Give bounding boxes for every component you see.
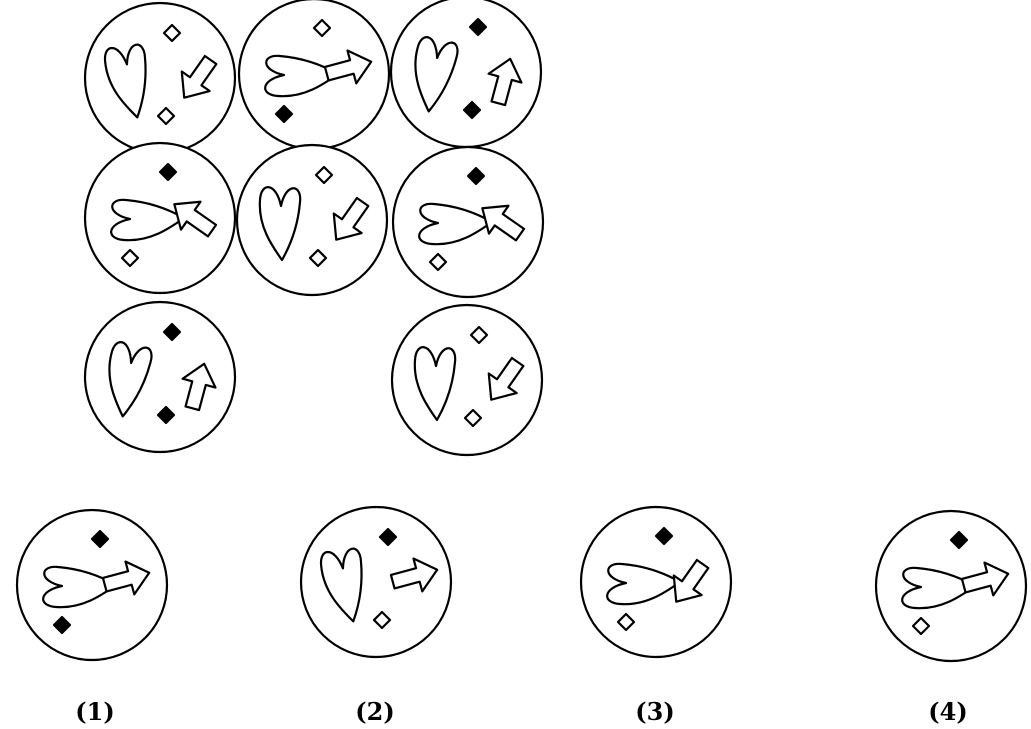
cell-circle bbox=[83, 1, 237, 155]
cell-circle bbox=[389, 0, 543, 149]
grid-cell-r2c2 bbox=[235, 143, 389, 297]
option-label-3[interactable]: (3) bbox=[635, 697, 675, 726]
grid-cell-r1c3 bbox=[389, 0, 543, 149]
cell-circle bbox=[299, 505, 453, 659]
cell-circle bbox=[390, 303, 544, 457]
option-label-4[interactable]: (4) bbox=[928, 697, 968, 726]
option-cell-1[interactable] bbox=[15, 508, 169, 662]
option-cell-2[interactable] bbox=[299, 505, 453, 659]
grid-cell-r3c1 bbox=[83, 300, 237, 454]
grid-cell-r1c1 bbox=[83, 1, 237, 155]
option-cell-4[interactable] bbox=[874, 509, 1028, 663]
cell-circle bbox=[83, 300, 237, 454]
option-cell-3[interactable] bbox=[579, 505, 733, 659]
option-label-2[interactable]: (2) bbox=[355, 697, 395, 726]
option-label-1[interactable]: (1) bbox=[75, 697, 115, 726]
cell-circle bbox=[235, 143, 389, 297]
grid-cell-r3c3 bbox=[390, 303, 544, 457]
grid-cell-r2c1 bbox=[83, 141, 237, 295]
grid-cell-r1c2 bbox=[237, 0, 391, 151]
grid-cell-r2c3 bbox=[391, 145, 545, 299]
